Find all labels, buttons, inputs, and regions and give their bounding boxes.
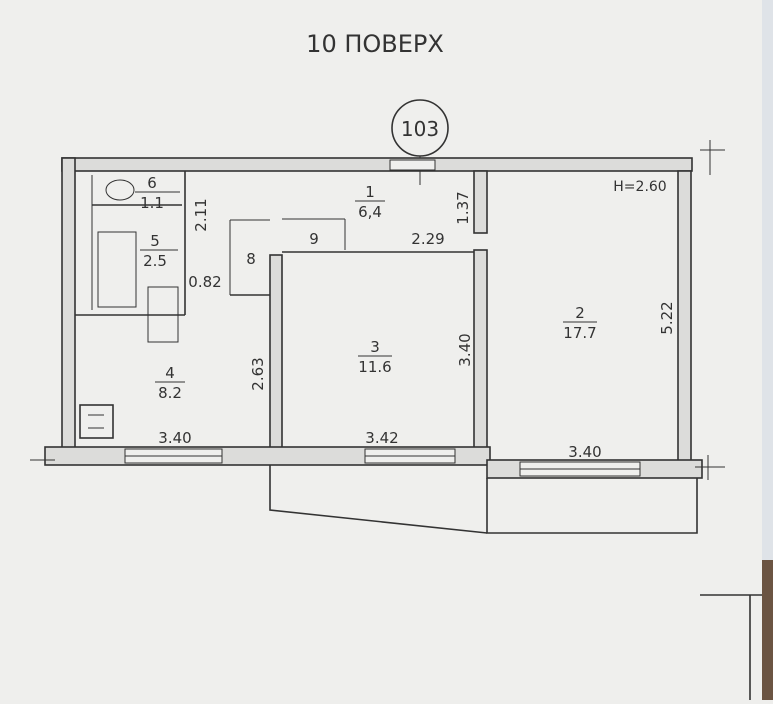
- svg-text:6: 6: [147, 174, 157, 192]
- room-9-label: 9: [309, 230, 319, 248]
- dim-room3-depth: 3.40: [456, 333, 474, 366]
- right-wall: [677, 170, 692, 462]
- dim-closet-width: 0.82: [188, 273, 221, 291]
- dim-kitchen-width: 3.40: [158, 429, 191, 447]
- loggia-room3: [269, 465, 488, 534]
- svg-text:3: 3: [370, 338, 380, 356]
- svg-text:2: 2: [575, 304, 585, 322]
- dim-hall-width: 2.29: [411, 230, 444, 248]
- sink-icon: [147, 286, 179, 343]
- stove-icon: [79, 404, 114, 439]
- partition-hall: [473, 170, 488, 234]
- room-4-label: 4 8.2: [155, 364, 185, 402]
- top-wall: [61, 157, 693, 172]
- dim-bath-depth: 2.11: [192, 198, 210, 231]
- room-1-label: 1 6,4: [355, 183, 385, 221]
- dim-room3-width: 3.42: [365, 429, 398, 447]
- room-2-label: 2 17.7: [563, 304, 597, 342]
- svg-text:4: 4: [165, 364, 175, 382]
- svg-text:6,4: 6,4: [358, 203, 382, 221]
- floor-title: 10 ПОВЕРХ: [306, 30, 444, 58]
- apartment-number: 103: [401, 117, 439, 141]
- partition-room3: [269, 254, 283, 461]
- svg-text:8.2: 8.2: [158, 384, 182, 402]
- left-wall: [61, 157, 76, 464]
- room-3-label: 3 11.6: [358, 338, 392, 376]
- svg-text:17.7: 17.7: [563, 324, 596, 342]
- svg-text:2.5: 2.5: [143, 252, 167, 270]
- balcony-room2: [486, 478, 698, 534]
- room-6-label: 6 1.1: [135, 174, 180, 212]
- svg-text:1: 1: [365, 183, 375, 201]
- dim-room2-depth: 5.22: [658, 301, 676, 334]
- dim-kitchen-depth: 2.63: [249, 357, 267, 390]
- toilet-icon: [105, 179, 135, 201]
- dim-room2-width: 3.40: [568, 443, 601, 461]
- svg-text:11.6: 11.6: [358, 358, 391, 376]
- room-8-label: 8: [246, 250, 256, 268]
- dim-hall-depth: 1.37: [454, 191, 472, 224]
- svg-text:1.1: 1.1: [140, 194, 164, 212]
- background-window-edge: [762, 0, 773, 700]
- partition-room2: [473, 249, 488, 461]
- ceiling-height: H=2.60: [613, 179, 666, 195]
- svg-text:5: 5: [150, 232, 160, 250]
- room-5-label: 5 2.5: [140, 232, 178, 270]
- bathtub-icon: [97, 231, 137, 308]
